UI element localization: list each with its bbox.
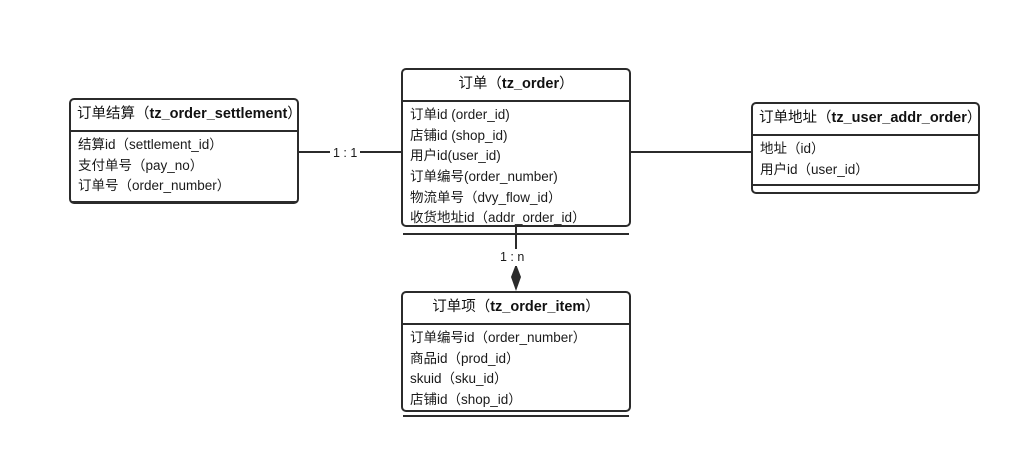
cardinality-label-settlement-order: 1 : 1 (330, 145, 361, 162)
entity-title-cn-order: 订单 (458, 76, 488, 92)
entity-order[interactable]: 订单（tz_order） 订单id (order_id) 店铺id (shop_… (401, 68, 631, 235)
entity-order-item[interactable]: 订单项（tz_order_item） 订单编号id（order_number） … (401, 291, 631, 417)
cardinality-label-order-order-item: 1 : n (497, 249, 528, 266)
entity-title-close-paren-order-item: ） (585, 299, 600, 315)
entity-title-open-paren-order: （ (487, 76, 502, 92)
attribute-row: 用户id(user_id) (410, 148, 501, 164)
attribute-row: 订单号（order_number） (78, 178, 231, 194)
entity-attributes-user-addr-order: 地址（id） 用户id（user_id） (753, 136, 978, 187)
entity-user-addr-order[interactable]: 订单地址（tz_user_addr_order） 地址（id） 用户id（use… (751, 102, 981, 194)
attribute-row: 订单编号id（order_number） (410, 330, 587, 346)
entity-title-code-order-settlement: tz_order_settlement (149, 106, 288, 122)
attribute-row: 地址（id） (760, 141, 825, 157)
entity-title-code-user-addr-order: tz_user_addr_order (831, 110, 967, 126)
entity-attributes-order: 订单id (order_id) 店铺id (shop_id) 用户id(user… (403, 102, 629, 235)
entity-title-code-order-item: tz_order_item (490, 299, 586, 315)
entity-attributes-order-item: 订单编号id（order_number） 商品id（prod_id） skuid… (403, 325, 629, 417)
connector-order-to-order-item (515, 225, 517, 270)
entity-title-user-addr-order: 订单地址（tz_user_addr_order） (753, 104, 981, 137)
entity-attributes-order-settlement: 结算id（settlement_id） 支付单号（pay_no） 订单号（ord… (71, 132, 297, 203)
entity-order-settlement[interactable]: 订单结算（tz_order_settlement） 结算id（settlemen… (69, 98, 302, 204)
attribute-row: 结算id（settlement_id） (78, 137, 223, 153)
entity-title-cn-order-settlement: 订单结算 (77, 106, 135, 122)
attribute-row: 商品id（prod_id） (410, 350, 520, 366)
entity-title-close-paren-user-addr-order: ） (966, 110, 982, 126)
connector-order-to-address (630, 151, 751, 153)
entity-title-open-paren-order-item: （ (475, 299, 491, 315)
attribute-row: 用户id（user_id） (760, 161, 869, 177)
entity-footer-user-addr-order (753, 186, 978, 192)
attribute-row: 店铺id (shop_id) (410, 127, 508, 143)
entity-title-cn-order-item: 订单项 (432, 299, 476, 315)
entity-title-close-paren-order-settlement: ） (287, 106, 302, 122)
entity-title-code-order: tz_order (501, 76, 560, 92)
entity-title-close-paren-order: ） (559, 76, 574, 92)
filled-diamond-marker-icon (507, 262, 525, 297)
attribute-row: 支付单号（pay_no） (78, 157, 204, 173)
entity-title-open-paren-user-addr-order: （ (817, 110, 832, 126)
entity-title-open-paren-order-settlement: （ (135, 106, 150, 122)
attribute-row: 物流单号（dvy_flow_id） (410, 189, 562, 205)
attribute-row: 店铺id（shop_id） (410, 391, 522, 407)
attribute-row: 订单id (order_id) (410, 107, 510, 123)
attribute-row: 订单编号(order_number) (410, 168, 558, 184)
entity-title-order-settlement: 订单结算（tz_order_settlement） (71, 100, 302, 133)
attribute-row: 收货地址id（addr_order_id） (410, 210, 586, 226)
attribute-row: skuid（sku_id） (410, 371, 508, 387)
entity-title-order: 订单（tz_order） (403, 70, 629, 103)
entity-title-cn-user-addr-order: 订单地址 (759, 110, 817, 126)
entity-title-order-item: 订单项（tz_order_item） (403, 293, 629, 326)
